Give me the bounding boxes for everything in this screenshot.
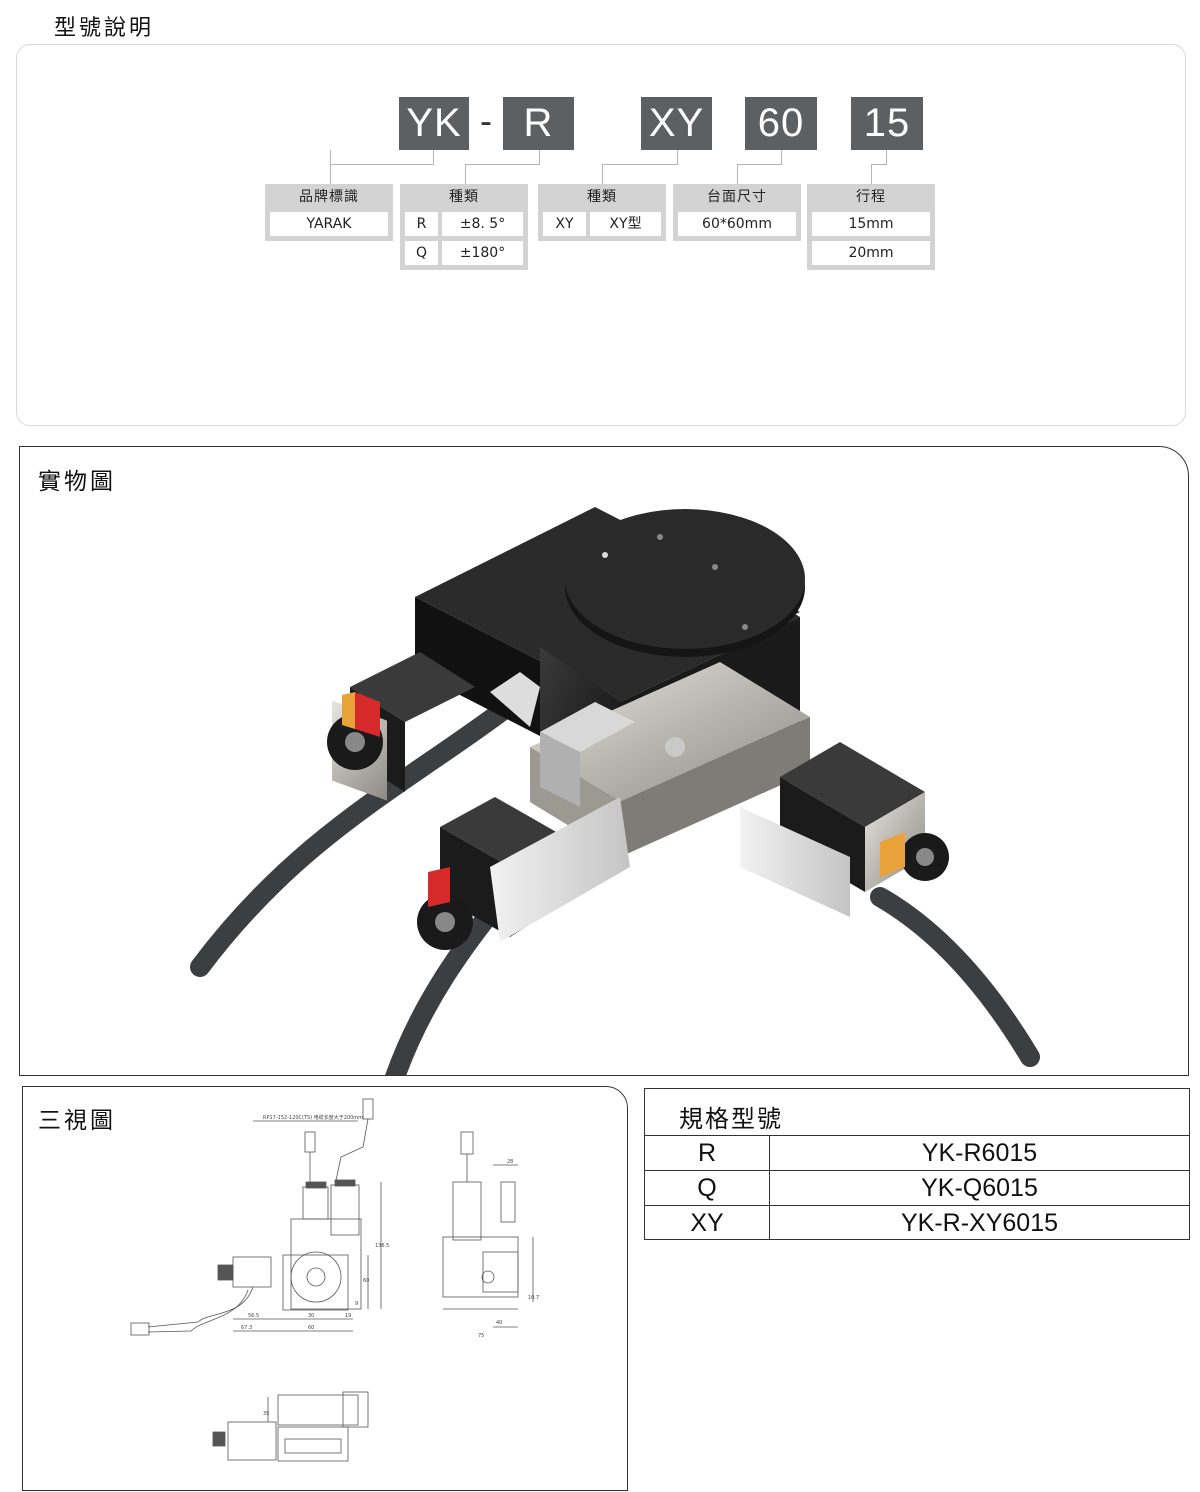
spec-header-type: 種類: [449, 189, 479, 205]
leader-line-brand-h: [330, 164, 434, 165]
table-cell-key: XY: [690, 1209, 724, 1237]
code-part-brand: YK: [399, 97, 469, 150]
code-part-stroke: 15: [851, 97, 923, 150]
code-part-type: R: [503, 97, 574, 150]
dim-67-3: 67.3: [241, 1325, 252, 1331]
dim-60-v: 60: [363, 1278, 369, 1284]
drawing-section-title: 三視圖: [38, 1108, 116, 1134]
spec-cell-type-code: Q: [405, 241, 438, 265]
spec-group-type-xy: 種類 XY XY型: [538, 184, 666, 241]
table-cell-value: YK-Q6015: [769, 1171, 1189, 1205]
spec-group-size: 台面尺寸 60*60mm: [673, 184, 801, 241]
spec-header-brand: 品牌標識: [299, 189, 359, 205]
leader-line-type-v1: [465, 164, 466, 184]
product-photo-panel: [19, 446, 1189, 1076]
table-cell-value: YK-R-XY6015: [769, 1206, 1189, 1240]
three-view-drawing-panel: RP17-152-120C(TS) 电缆长度大于200mm 56.5 67.3 …: [22, 1086, 628, 1491]
dim-60: 60: [308, 1325, 314, 1331]
spec-model-table: 規格型號 R YK-R6015 Q YK-Q6015 XY YK-R-XY601…: [644, 1088, 1190, 1240]
dim-40: 40: [496, 1320, 502, 1326]
dim-28: 28: [507, 1159, 513, 1165]
table-row: Q YK-Q6015: [645, 1170, 1189, 1205]
leader-line-size-v2: [781, 150, 782, 165]
spec-cell-stroke: 20mm: [812, 241, 930, 265]
dim-30: 30: [308, 1313, 314, 1319]
table-cell-key: Q: [697, 1174, 717, 1202]
spec-cell-type-range: ±8. 5°: [442, 212, 523, 236]
drawing-note: RP17-152-120C(TS) 电缆长度大于200mm: [263, 1114, 363, 1121]
leader-line-xy-v1: [602, 164, 603, 184]
leader-line-xy-h: [602, 164, 678, 165]
table-cell-key: R: [697, 1139, 717, 1167]
leader-line-stroke-v1: [871, 164, 872, 184]
table-row: R YK-R6015: [645, 1135, 1189, 1170]
leader-line-size-h: [737, 164, 782, 165]
spec-cell-type-code: R: [405, 212, 438, 236]
dim-35: 35: [263, 1411, 269, 1417]
spec-group-brand: 品牌標識 YARAK: [265, 184, 393, 241]
dim-9: 9: [355, 1301, 358, 1307]
spec-table-title: 規格型號: [679, 1105, 783, 1133]
leader-line-size-v1: [737, 164, 738, 184]
spec-group-stroke: 行程 15mm 20mm: [807, 184, 935, 270]
spec-header-type-xy: 種類: [587, 189, 617, 205]
three-view-drawing: RP17-152-120C(TS) 电缆长度大于200mm 56.5 67.3 …: [130, 1098, 539, 1462]
spec-header-stroke: 行程: [856, 189, 886, 205]
leader-line-stroke-h: [871, 164, 887, 165]
leader-line-type-v2: [539, 150, 540, 165]
leader-line-brand: [330, 150, 434, 184]
photo-section-title: 實物圖: [38, 469, 116, 495]
spec-header-size: 台面尺寸: [707, 189, 767, 205]
leader-line-xy-v2: [677, 150, 678, 165]
code-part-xy: XY: [641, 97, 712, 150]
spec-group-type-r: 種類 R ±8. 5° Q ±180°: [400, 184, 528, 270]
code-part-dash: -: [480, 100, 492, 141]
spec-cell-size: 60*60mm: [678, 212, 796, 236]
spec-cell-xy-code: XY: [543, 212, 586, 236]
leader-line-type-h: [465, 164, 540, 165]
leader-line-stroke-v2: [886, 150, 887, 165]
dim-75: 75: [478, 1333, 484, 1339]
dim-56-5: 56.5: [248, 1313, 259, 1319]
model-explanation-panel: [16, 44, 1186, 426]
product-photo: [190, 507, 1040, 1075]
spec-cell-type-range: ±180°: [442, 241, 523, 265]
model-section-title: 型號說明: [54, 16, 155, 41]
spec-cell-brand: YARAK: [270, 212, 388, 236]
leader-line-brand-v: [433, 150, 434, 165]
table-row: XY YK-R-XY6015: [645, 1205, 1189, 1240]
dim-136-5: 136.5: [375, 1243, 389, 1249]
dim-19: 19: [345, 1313, 351, 1319]
spec-cell-xy-desc: XY型: [590, 212, 661, 236]
code-part-size: 60: [745, 97, 817, 150]
dim-10-7: 10.7: [528, 1295, 539, 1301]
table-cell-value: YK-R6015: [769, 1136, 1189, 1170]
spec-cell-stroke: 15mm: [812, 212, 930, 236]
